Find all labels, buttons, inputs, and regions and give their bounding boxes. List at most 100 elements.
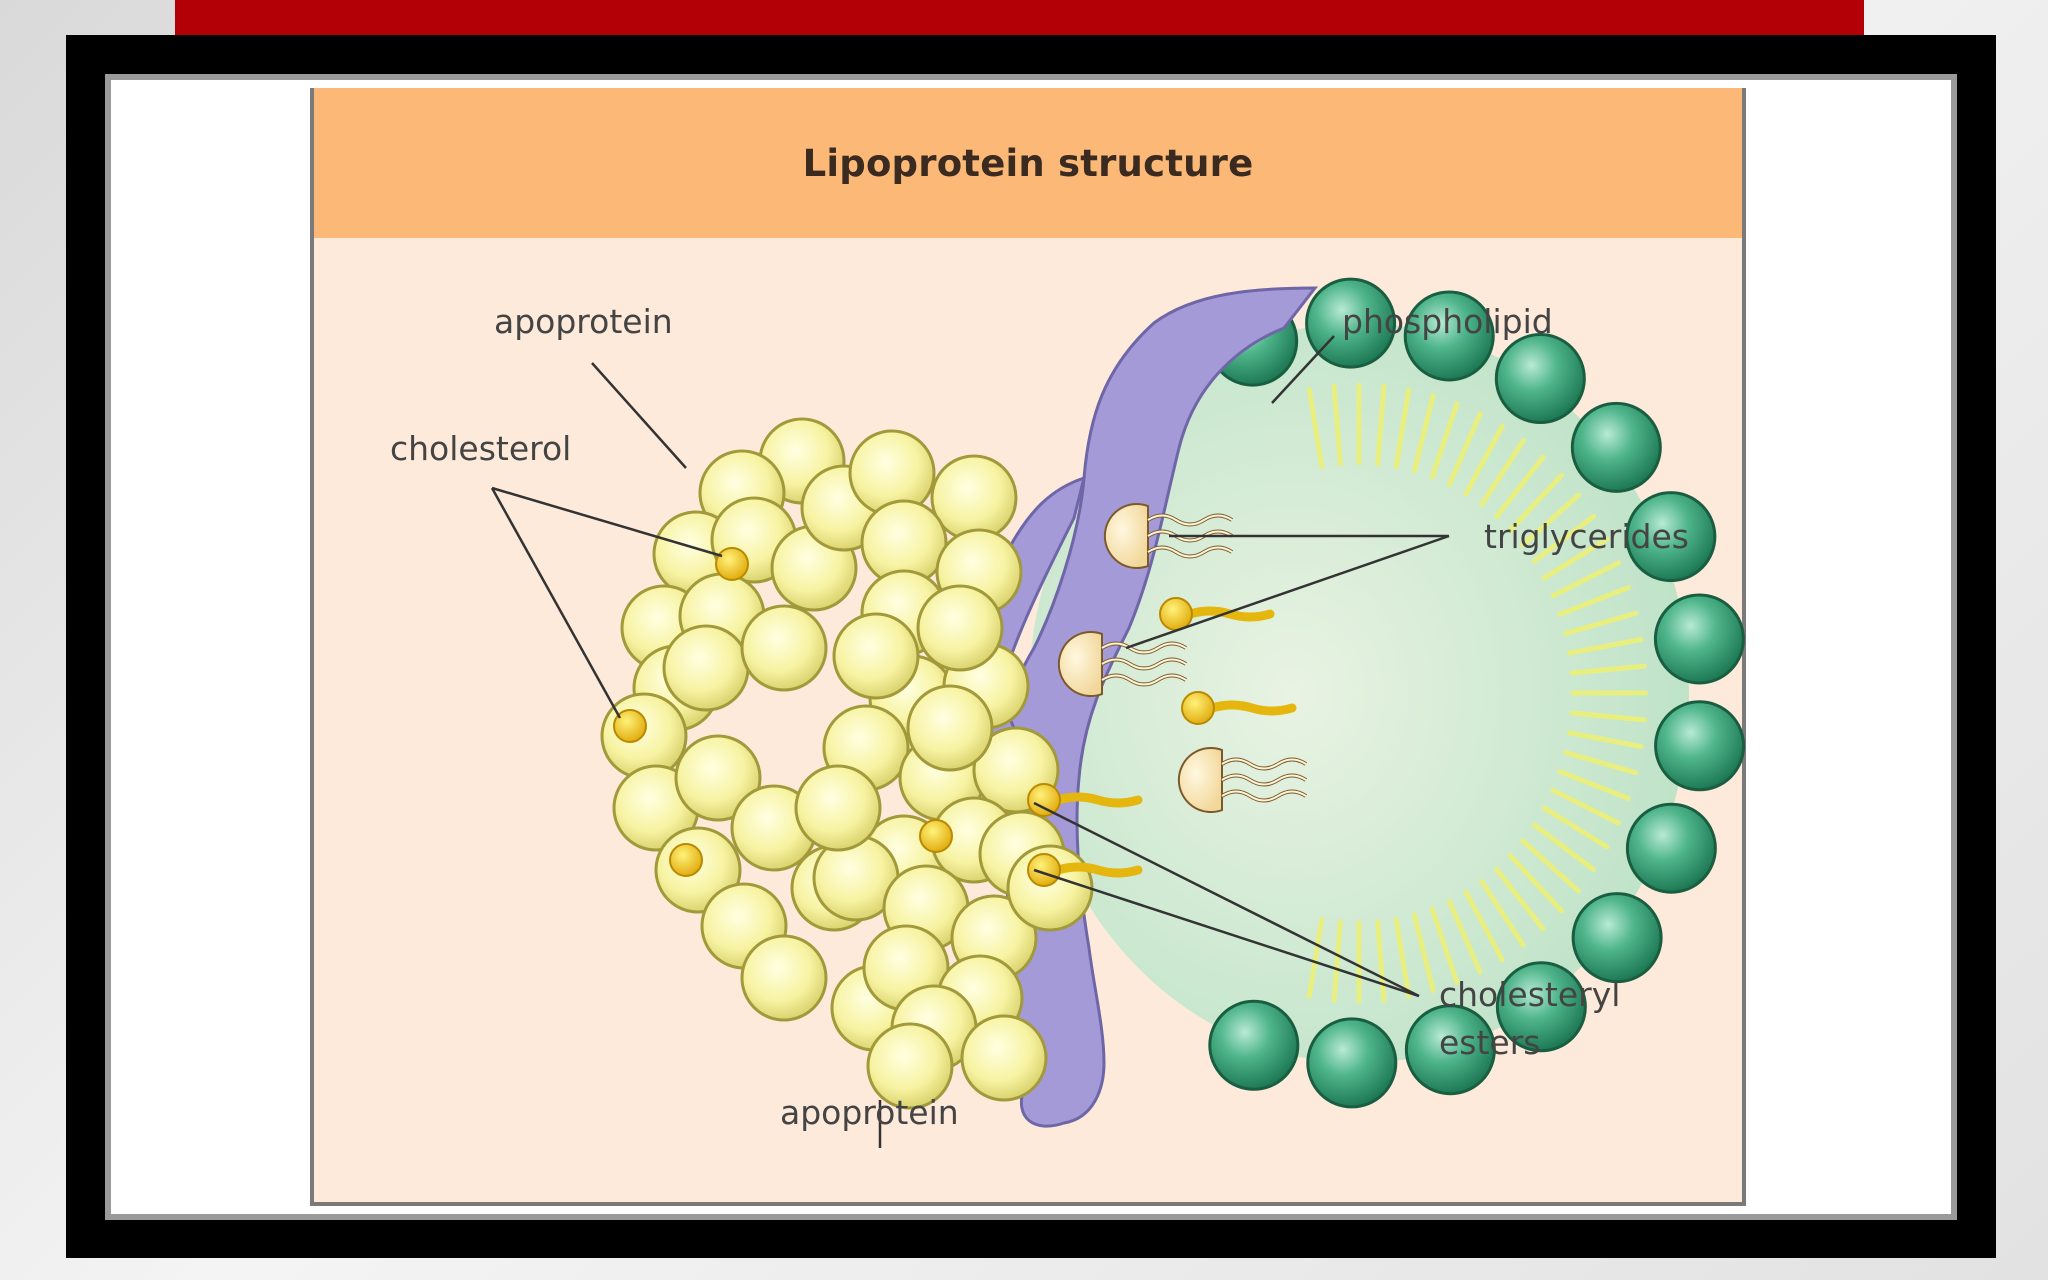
triglyceride-tail-highlight	[1147, 514, 1233, 526]
label-phospholipid: phospholipid	[1342, 302, 1553, 341]
phospholipid-tail	[1531, 822, 1597, 873]
phospholipid-heads	[1207, 277, 1746, 1109]
cholesterol-sphere	[960, 1014, 1048, 1102]
phospholipid-head	[1306, 1017, 1398, 1109]
cholesterol-spheres-inner	[794, 429, 1094, 1110]
label-triglycerides: triglycerides	[1484, 517, 1689, 556]
phospholipid-tail	[1557, 585, 1631, 617]
phospholipid-tail	[1550, 560, 1622, 599]
phospholipid-tail	[1507, 472, 1565, 533]
ester-head	[1181, 691, 1215, 725]
cholesterol-sphere	[662, 624, 750, 712]
triglyceride-molecules	[1057, 503, 1308, 813]
phospholipid-tail	[1507, 853, 1565, 914]
ester-tail	[1053, 792, 1143, 808]
ester-tail	[1207, 700, 1297, 716]
triglyceride-tail-highlight	[1101, 642, 1187, 654]
label-esters-line2: esters	[1439, 1023, 1541, 1062]
phospholipid-tail	[1541, 805, 1610, 850]
phospholipid-tail	[1331, 383, 1343, 467]
phospholipid-tail	[1479, 438, 1526, 508]
phospholipid-tail	[1569, 710, 1647, 723]
triglyceride-tail-highlight	[1101, 658, 1187, 670]
triglyceride-tail-highlight	[1147, 546, 1233, 558]
phospholipid-tail	[1531, 513, 1597, 564]
phospholipid-tail	[1563, 750, 1639, 776]
phospholipid-tail	[1411, 392, 1436, 474]
phospholipid-head	[1494, 333, 1586, 425]
cholesterol-molecules	[613, 547, 953, 877]
phospholipid-head	[1403, 290, 1495, 382]
figure-title: Lipoprotein structure	[802, 141, 1254, 185]
ester-tail	[1053, 862, 1143, 878]
ester-head	[1159, 597, 1193, 631]
triglyceride-tail-highlight	[1221, 790, 1307, 802]
cholesterol-sphere	[832, 612, 920, 700]
lipoprotein-diagram: apoprotein cholesterol phospholipid trig…	[390, 277, 1746, 1148]
phospholipid-tail	[1411, 912, 1436, 994]
triglyceride-head	[1177, 747, 1223, 813]
ester-head	[1027, 853, 1061, 887]
ester-tail	[1185, 606, 1275, 622]
phospholipid-head	[1305, 277, 1397, 369]
phospholipid-tail	[1520, 838, 1581, 894]
triglyceride-head	[1057, 631, 1103, 697]
triglyceride-tail-highlight	[1147, 530, 1233, 542]
phospholipid-tail	[1463, 889, 1505, 963]
phospholipid-tail	[1567, 730, 1644, 749]
label-cholesteryl-line1: cholesteryl	[1439, 975, 1620, 1014]
phospholipid-head	[1404, 1004, 1496, 1096]
diagram-labels: apoprotein cholesterol phospholipid trig…	[390, 302, 1689, 1132]
cholesterol-sphere	[674, 734, 762, 822]
phospholipid-tail	[1520, 492, 1581, 548]
cholesterol-sphere	[916, 584, 1004, 672]
triglyceride-tail-highlight	[1221, 774, 1307, 786]
phospholipid-tail	[1463, 423, 1505, 497]
figure-title-band: Lipoprotein structure	[314, 88, 1742, 238]
phospholipid-tail	[1306, 917, 1325, 999]
leader-lines	[490, 335, 1450, 1148]
label-apoprotein-top: apoprotein	[494, 302, 673, 341]
phospholipid-tail	[1541, 536, 1610, 581]
cholesterol-sphere	[740, 934, 828, 1022]
phospholipid-tail	[1567, 637, 1644, 656]
phospholipid-tail	[1563, 610, 1639, 636]
cholesterol-sphere	[740, 604, 828, 692]
cholesterol-sphere	[794, 764, 882, 852]
phospholipid-tail	[1479, 878, 1526, 948]
phospholipid-tail	[1375, 919, 1387, 1003]
figure-panel: Lipoprotein structure	[310, 88, 1746, 1206]
triglyceride-tail-highlight	[1221, 758, 1307, 770]
phospholipid-head	[1495, 961, 1587, 1053]
phospholipid-head	[1653, 593, 1745, 685]
phospholipid-tail	[1550, 787, 1622, 826]
triglyceride-head	[1103, 503, 1149, 569]
lipid-core	[1029, 323, 1689, 1063]
label-cholesterol: cholesterol	[390, 429, 571, 468]
phospholipid-head	[1625, 491, 1717, 583]
ester-head	[1027, 783, 1061, 817]
phospholipid-tail	[1393, 387, 1412, 469]
phospholipid-tail	[1446, 411, 1483, 488]
phospholipid-tail	[1306, 387, 1325, 469]
label-apoprotein-bottom: apoprotein	[780, 1093, 959, 1132]
phospholipid-head	[1625, 802, 1717, 894]
phospholipid-tail	[1429, 906, 1460, 985]
phospholipid-tail	[1446, 898, 1483, 975]
phospholipid-tail	[1429, 401, 1460, 480]
triglyceride-tail-highlight	[1101, 674, 1187, 686]
phospholipid-head	[1571, 892, 1663, 984]
cholesteryl-ester-molecules	[1027, 597, 1297, 887]
phospholipid-head	[1570, 401, 1662, 493]
phospholipid-tail	[1331, 919, 1343, 1003]
phospholipid-tail	[1393, 917, 1412, 999]
phospholipid-tail	[1493, 866, 1546, 932]
phospholipid-tails	[1306, 382, 1648, 1004]
phospholipid-tail	[1375, 383, 1387, 467]
cholesterol-sphere	[866, 1022, 954, 1110]
cholesterol-sphere	[906, 684, 994, 772]
phospholipid-head	[1208, 999, 1300, 1091]
phospholipid-tail	[1493, 454, 1546, 520]
phospholipid-tail	[1557, 769, 1631, 801]
phospholipid-head	[1654, 700, 1746, 792]
